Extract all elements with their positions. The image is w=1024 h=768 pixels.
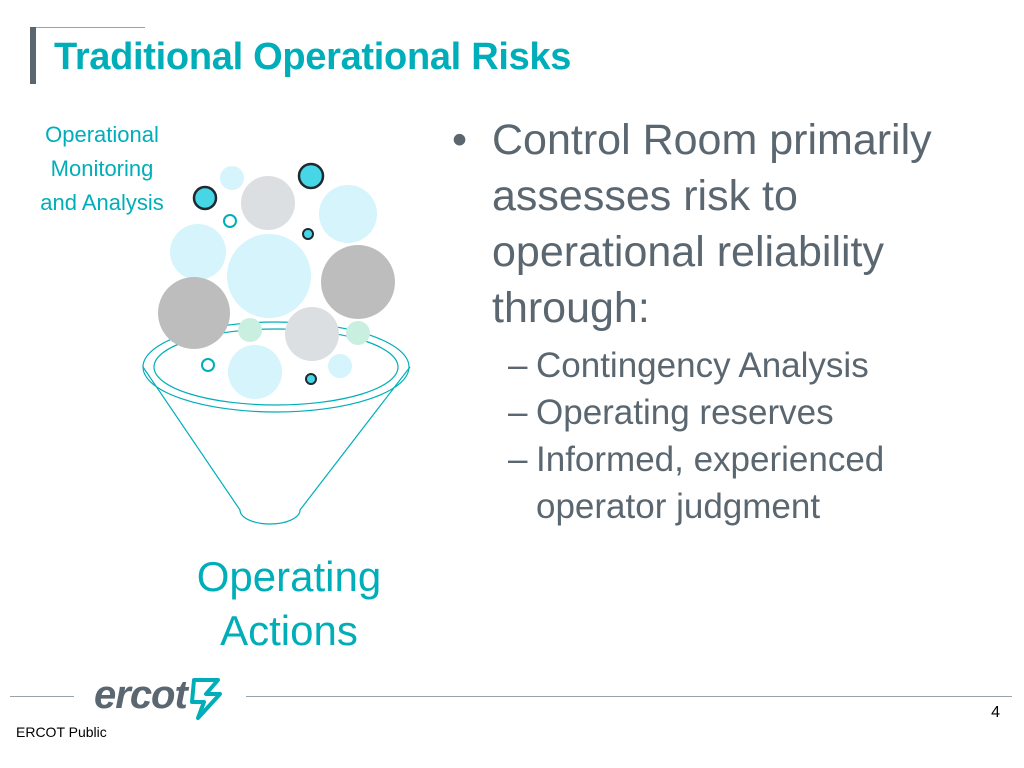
sub-bullet-item: – Operating reserves (452, 389, 1012, 436)
bubble (321, 245, 395, 319)
dash-marker: – (508, 389, 527, 436)
bubble-accent (306, 374, 316, 384)
actions-label-line: Actions (170, 604, 408, 658)
funnel-body (143, 367, 410, 524)
lightning-star-icon (188, 676, 224, 720)
sub-bullet-text-line: Operating reserves (536, 389, 1012, 436)
bubble-ring (224, 215, 236, 227)
bullet-text-line: Control Room primarily (492, 112, 1012, 168)
operating-actions-label: Operating Actions (170, 550, 408, 658)
classification-label: ERCOT Public (16, 724, 107, 740)
bubble (285, 307, 339, 361)
bullet-dot: • (452, 112, 467, 168)
bubble-accent (194, 187, 216, 209)
bullet-text-line: through: (492, 280, 1012, 336)
bubble-ring (202, 359, 214, 371)
bubble (346, 321, 370, 345)
bubble (170, 224, 226, 280)
bubble (220, 166, 244, 190)
logo-wordmark: ercot (94, 672, 187, 718)
sub-bullet-text-line: Informed, experienced (536, 436, 1012, 483)
dash-marker: – (508, 342, 527, 389)
sub-bullet-list: – Contingency Analysis – Operating reser… (452, 342, 1012, 530)
footer-divider-right (246, 696, 1012, 697)
bubble (319, 185, 377, 243)
dash-marker: – (508, 436, 527, 483)
bullet-text-line: assesses risk to (492, 168, 1012, 224)
actions-label-line: Operating (170, 550, 408, 604)
sub-bullet-item: – Informed, experienced operator judgmen… (452, 436, 1012, 530)
bubble (238, 318, 262, 342)
bubble (227, 234, 311, 318)
sub-bullet-text-line: operator judgment (536, 483, 1012, 530)
ercot-logo: ercot (94, 672, 230, 720)
bubble (241, 176, 295, 230)
bubble-accent (303, 229, 313, 239)
sub-bullet-text-line: Contingency Analysis (536, 342, 1012, 389)
bubble (328, 354, 352, 378)
bullet-list: • Control Room primarily assesses risk t… (452, 112, 1012, 530)
footer-divider-left (10, 696, 74, 697)
bubble (158, 277, 230, 349)
bullet-text-line: operational reliability (492, 224, 1012, 280)
sub-bullet-item: – Contingency Analysis (452, 342, 1012, 389)
bubble-accent (299, 164, 323, 188)
bullet-item: • Control Room primarily assesses risk t… (452, 112, 1012, 336)
page-number: 4 (960, 704, 1000, 722)
bubble (228, 345, 282, 399)
